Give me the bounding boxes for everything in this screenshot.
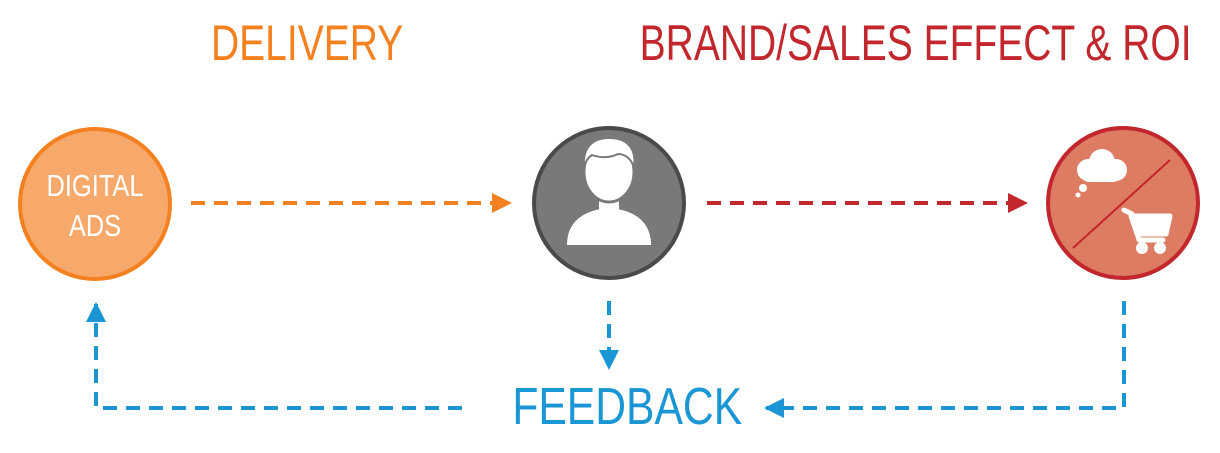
feedback-ads-arrow (86, 302, 462, 410)
digital-ads-line2: ADS (68, 208, 122, 243)
digital-ads-line1: DIGITAL (46, 168, 144, 203)
brand-sales-heading: BRAND/SALES EFFECT & ROI (640, 15, 1192, 71)
digital-ads-node (18, 127, 172, 281)
digital-ads-label: DIGITAL ADS (34, 166, 157, 246)
delivery-heading: DELIVERY (211, 15, 404, 71)
effect-feedback-arrow (764, 301, 1126, 418)
feedback-label: FEEDBACK (512, 378, 743, 436)
thought-cloud-icon (1075, 149, 1127, 198)
person-icon (567, 136, 651, 245)
divider-line (1072, 159, 1171, 249)
consumer-node (532, 126, 686, 280)
effect-node (1046, 126, 1200, 280)
shopping-cart-icon (1121, 207, 1173, 254)
